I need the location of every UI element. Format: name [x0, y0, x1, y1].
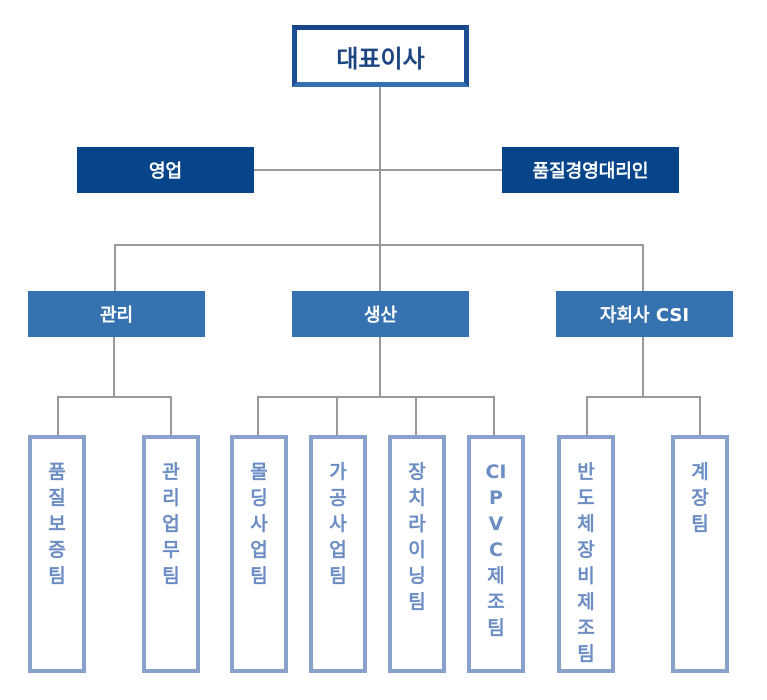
team-box: CIPVC제조팀 [467, 435, 525, 673]
connector-dept3-down [642, 337, 644, 397]
team-label: 계장팀 [691, 461, 709, 535]
connector-team-1-1 [57, 396, 59, 435]
connector-team-2-3 [415, 396, 417, 435]
connector-dept-3 [642, 244, 644, 291]
connector-dept2-down [379, 337, 381, 397]
team-box: 품질보증팀 [28, 435, 86, 673]
connector-dept2-bar [257, 396, 495, 398]
ceo-box: 대표이사 [292, 25, 469, 87]
connector-team-2-2 [336, 396, 338, 435]
connector-dept3-bar [586, 396, 701, 398]
advisor-sales-box: 영업 [77, 147, 254, 193]
department-management-label: 관리 [99, 305, 134, 326]
connector-departments-bar [114, 244, 644, 246]
advisor-sales-label: 영업 [148, 161, 183, 182]
connector-dept1-down [113, 337, 115, 397]
department-subsidiary-label: 자회사 CSI [599, 305, 690, 326]
team-label: 품질보증팀 [48, 461, 66, 587]
connector-team-3-1 [586, 396, 588, 435]
team-label: CIPVC제조팀 [485, 461, 507, 639]
connector-team-2-1 [257, 396, 259, 435]
connector-team-2-4 [493, 396, 495, 435]
department-subsidiary-box: 자회사 CSI [556, 291, 733, 337]
connector-ceo-trunk [379, 87, 381, 291]
connector-team-1-2 [170, 396, 172, 435]
connector-dept-1 [114, 244, 116, 291]
team-label: 가공사업팀 [329, 461, 347, 587]
advisor-quality-rep-label: 품질경영대리인 [532, 161, 649, 182]
department-management-box: 관리 [28, 291, 205, 337]
connector-team-3-2 [699, 396, 701, 435]
team-label: 관리업무팀 [162, 461, 180, 587]
team-box: 가공사업팀 [309, 435, 367, 673]
team-label: 몰딩사업팀 [250, 461, 268, 587]
connector-dept1-bar [57, 396, 172, 398]
connector-advisors [254, 169, 502, 171]
team-box: 몰딩사업팀 [230, 435, 288, 673]
team-box: 관리업무팀 [142, 435, 200, 673]
department-production-box: 생산 [292, 291, 469, 337]
team-box: 계장팀 [671, 435, 729, 673]
team-box: 반도체장비제조팀 [557, 435, 615, 673]
advisor-quality-rep-box: 품질경영대리인 [502, 147, 679, 193]
ceo-label: 대표이사 [336, 44, 425, 73]
team-box: 장치라이닝팀 [388, 435, 446, 673]
team-label: 장치라이닝팀 [408, 461, 426, 613]
team-label: 반도체장비제조팀 [577, 461, 595, 665]
department-production-label: 생산 [363, 305, 398, 326]
